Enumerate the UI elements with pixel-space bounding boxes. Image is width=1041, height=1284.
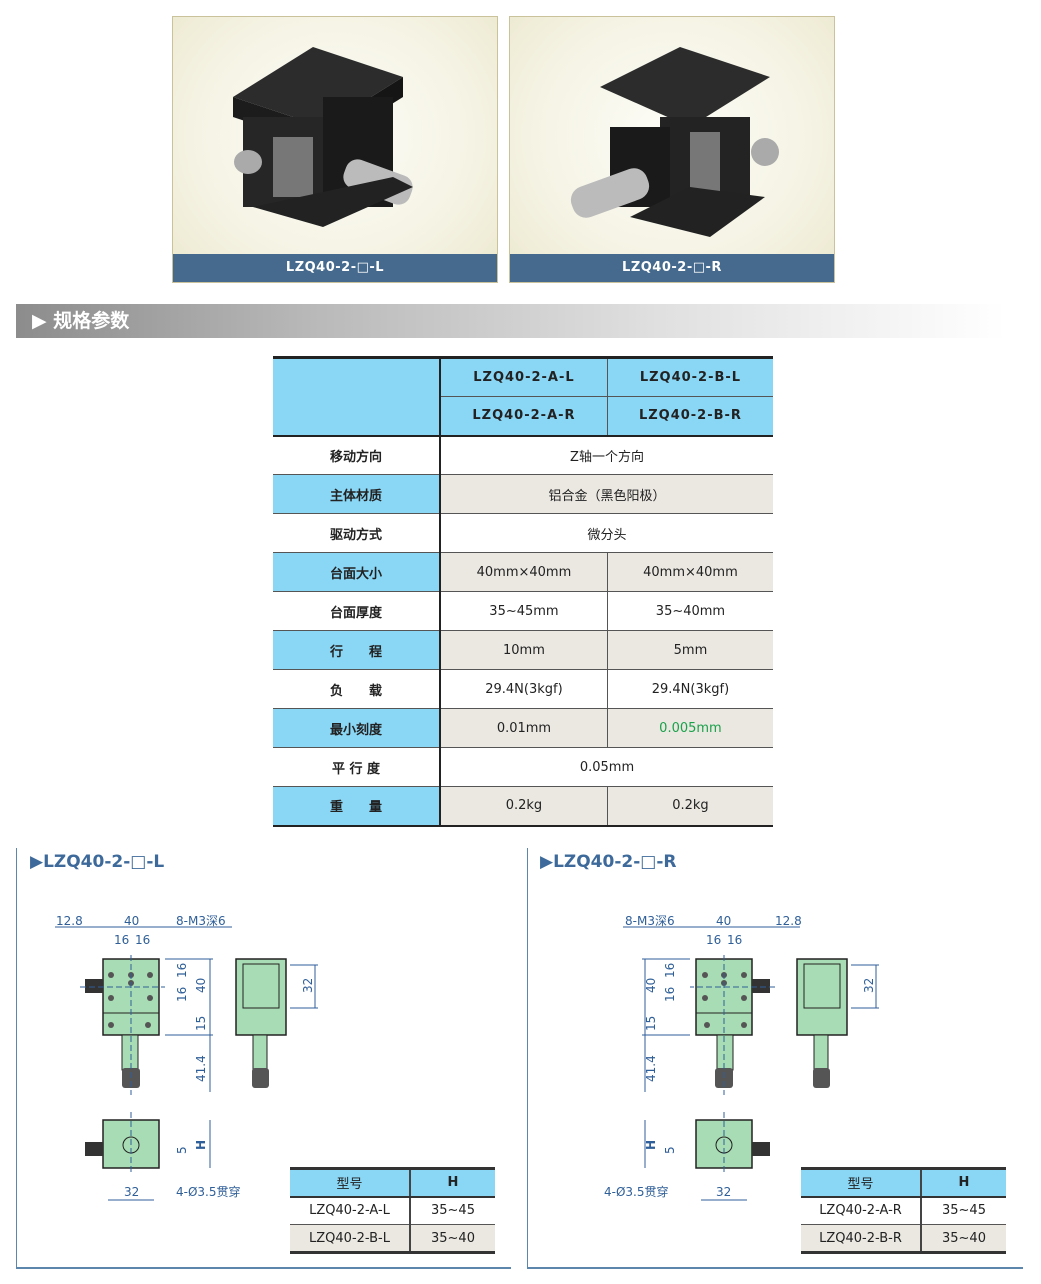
spec-label: 移动方向	[273, 435, 441, 475]
drawing-left-shapes	[55, 926, 318, 1201]
spec-value-a: 35~45mm	[440, 591, 608, 631]
stage-image-left	[233, 47, 413, 227]
col-header: H	[921, 1167, 1006, 1198]
model-header: LZQ40-2-B-L	[607, 356, 773, 397]
dim-label: 8-M3深6	[176, 914, 226, 928]
spec-value-b: 5mm	[607, 630, 773, 670]
dim-label: 16	[663, 987, 677, 1002]
model-cell: LZQ40-2-B-R	[801, 1224, 922, 1254]
spec-label: 负 载	[273, 669, 441, 709]
spec-value-a: 0.01mm	[440, 708, 608, 748]
dim-label: 8-M3深6	[625, 914, 675, 928]
photo-caption: LZQ40-2-□-L	[173, 254, 497, 282]
drawing-panel-right	[527, 848, 1023, 1269]
spec-label: 台面厚度	[273, 591, 441, 631]
dim-label: 16	[175, 963, 189, 978]
model-header: LZQ40-2-A-L	[440, 356, 608, 397]
dim-label: 5	[175, 1146, 189, 1154]
spec-value-b: 35~40mm	[607, 591, 773, 631]
spec-value-a: 10mm	[440, 630, 608, 670]
spec-value-a: 29.4N(3kgf)	[440, 669, 608, 709]
model-cell: LZQ40-2-A-R	[801, 1196, 922, 1225]
drawing-title-left: ▶LZQ40-2-□-L	[30, 852, 165, 872]
dim-label: 40	[194, 978, 208, 993]
dim-label: 32	[301, 978, 315, 993]
spec-value-b: 0.005mm	[607, 708, 773, 748]
dim-label: 16	[663, 963, 677, 978]
dim-label: 15	[644, 1016, 658, 1031]
spec-value-b: 29.4N(3kgf)	[607, 669, 773, 709]
h-cell: 35~45	[921, 1196, 1006, 1225]
dim-label: 40	[644, 978, 658, 993]
col-header: H	[410, 1167, 495, 1198]
h-cell: 35~45	[410, 1196, 495, 1225]
dim-label: 12.8	[775, 914, 802, 928]
col-header: 型号	[290, 1167, 411, 1198]
spec-label: 台面大小	[273, 552, 441, 592]
spec-value: 0.05mm	[440, 747, 773, 787]
spec-value: Z轴一个方向	[440, 435, 773, 475]
dim-label: 16	[706, 933, 721, 947]
dim-label: 32	[716, 1185, 731, 1199]
product-photo-right: LZQ40-2-□-R	[509, 16, 835, 283]
dim-label: 12.8	[56, 914, 83, 928]
col-header: 型号	[801, 1167, 922, 1198]
dim-label: 40	[716, 914, 731, 928]
dim-label: 32	[124, 1185, 139, 1199]
product-photo-left: LZQ40-2-□-L	[172, 16, 498, 283]
spec-value-b: 40mm×40mm	[607, 552, 773, 592]
photo-caption: LZQ40-2-□-R	[510, 254, 834, 282]
spec-value-a: 0.2kg	[440, 786, 608, 827]
dim-label: 15	[194, 1016, 208, 1031]
dim-label: 16	[135, 933, 150, 947]
spec-label: 平 行 度	[273, 747, 441, 787]
dimension-drawings: 12.8 40 8-M3深6 16 16 16 16 40 15 41.4 32…	[55, 914, 879, 1201]
stage-image-right	[570, 47, 779, 237]
spec-value: 微分头	[440, 513, 773, 553]
spec-value: 铝合金（黑色阳极）	[440, 474, 773, 514]
dim-label: 32	[862, 978, 876, 993]
dim-label: 16	[175, 987, 189, 1002]
dim-label: 4-Ø3.5贯穿	[604, 1184, 669, 1199]
spec-label: 主体材质	[273, 474, 441, 514]
dim-label: 41.4	[194, 1055, 208, 1082]
drawing-panel-left	[16, 848, 511, 1269]
spec-label: 重 量	[273, 786, 441, 827]
section-header-specs: ▶ 规格参数	[16, 304, 1006, 338]
spec-label: 最小刻度	[273, 708, 441, 748]
spec-value-a: 40mm×40mm	[440, 552, 608, 592]
model-cell: LZQ40-2-A-L	[290, 1196, 411, 1225]
model-header: LZQ40-2-B-R	[607, 396, 773, 437]
dim-label: 16	[114, 933, 129, 947]
spec-label: 驱动方式	[273, 513, 441, 553]
drawing-right-shapes	[623, 926, 879, 1201]
spec-value-b: 0.2kg	[607, 786, 773, 827]
dim-label: 40	[124, 914, 139, 928]
dim-label: 41.4	[644, 1055, 658, 1082]
dim-label: H	[194, 1140, 208, 1150]
model-header: LZQ40-2-A-R	[440, 396, 608, 437]
dim-label: 5	[663, 1146, 677, 1154]
dim-label: H	[644, 1140, 658, 1150]
spec-label: 行 程	[273, 630, 441, 670]
h-cell: 35~40	[410, 1224, 495, 1254]
dim-label: 4-Ø3.5贯穿	[176, 1184, 241, 1199]
drawing-title-right: ▶LZQ40-2-□-R	[540, 852, 677, 872]
h-cell: 35~40	[921, 1224, 1006, 1254]
dim-label: 16	[727, 933, 742, 947]
model-cell: LZQ40-2-B-L	[290, 1224, 411, 1254]
